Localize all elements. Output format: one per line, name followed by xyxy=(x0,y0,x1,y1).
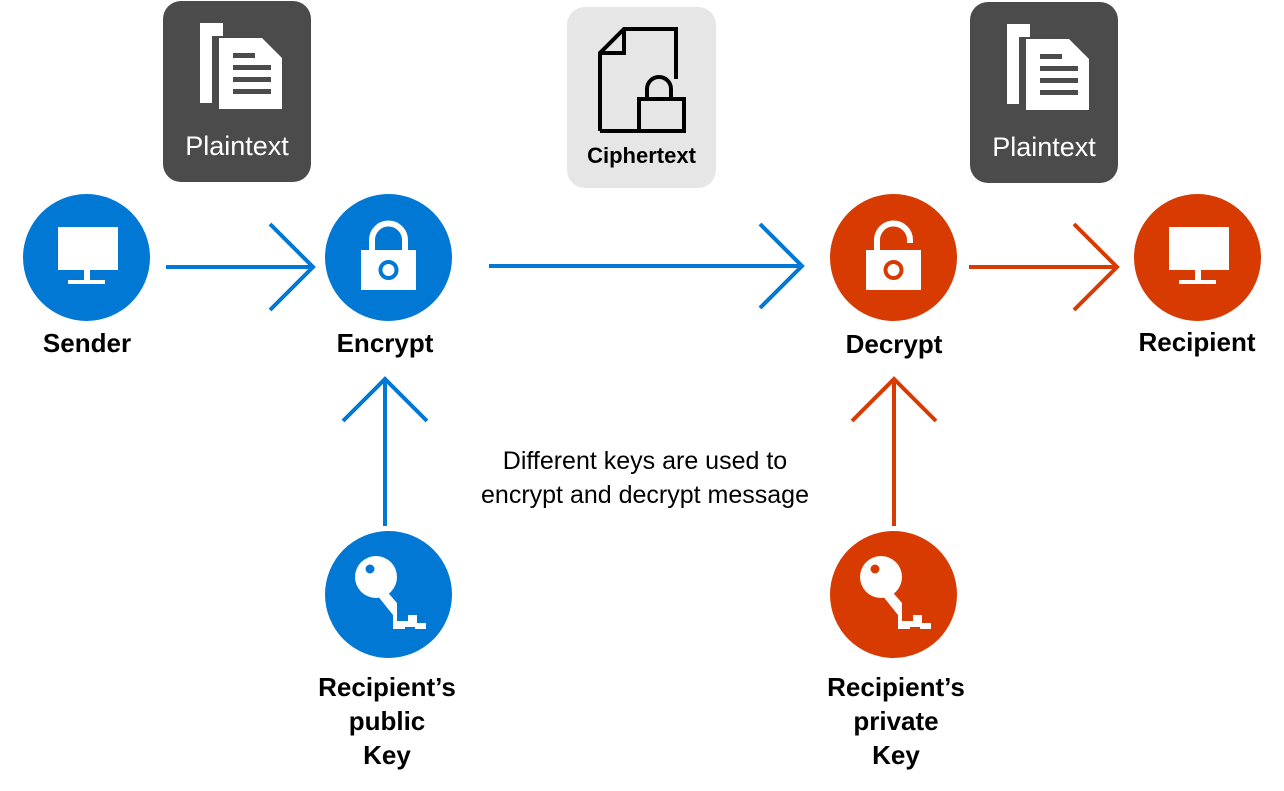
plaintext-label-right: Plaintext xyxy=(992,132,1096,162)
key-icon xyxy=(355,556,426,629)
key-icon xyxy=(860,556,931,629)
arrow-sender-to-encrypt xyxy=(166,222,316,312)
lock-closed-icon xyxy=(361,220,416,290)
plaintext-tile-right: Plaintext xyxy=(970,2,1118,183)
public-key-node xyxy=(325,531,452,658)
decrypt-node xyxy=(830,194,957,321)
ciphertext-tile: Ciphertext xyxy=(567,7,716,188)
note-line-2: encrypt and decrypt message xyxy=(481,481,809,509)
note-line-1: Different keys are used to xyxy=(502,447,788,475)
public-key-label-line-3: Key xyxy=(363,740,411,770)
arrow-decrypt-to-recipient xyxy=(969,222,1120,312)
private-key-label-line-3: Key xyxy=(872,740,920,770)
arrow-encrypt-to-decrypt xyxy=(489,222,805,310)
lock-open-icon xyxy=(866,220,921,290)
encrypt-node xyxy=(325,194,452,321)
plaintext-tile-left: Plaintext xyxy=(163,1,311,182)
sender-node xyxy=(23,194,150,321)
private-key-label-line-1: Recipient’s xyxy=(827,672,965,702)
arrow-private-key-to-decrypt xyxy=(850,376,938,526)
private-key-node xyxy=(830,531,957,658)
locked-document-icon xyxy=(598,27,686,133)
recipient-label: Recipient xyxy=(1138,327,1256,357)
private-key-label-line-2: private xyxy=(853,706,939,736)
recipient-node xyxy=(1134,194,1261,321)
decrypt-label: Decrypt xyxy=(845,329,943,359)
private-key-label: Recipient’s private Key xyxy=(796,670,996,772)
document-icon xyxy=(200,23,282,109)
sender-label: Sender xyxy=(42,328,132,358)
monitor-icon xyxy=(1169,227,1229,284)
public-key-label-line-1: Recipient’s xyxy=(318,672,456,702)
ciphertext-label: Ciphertext xyxy=(587,143,696,168)
document-icon xyxy=(1007,24,1089,110)
encrypt-label: Encrypt xyxy=(336,328,434,358)
public-key-label: Recipient’s public Key xyxy=(287,670,487,772)
public-key-label-line-2: public xyxy=(348,706,426,736)
asymmetric-note: Different keys are used to encrypt and d… xyxy=(420,444,870,512)
monitor-icon xyxy=(58,227,118,284)
plaintext-label-left: Plaintext xyxy=(185,131,289,161)
arrow-public-key-to-encrypt xyxy=(341,376,429,526)
